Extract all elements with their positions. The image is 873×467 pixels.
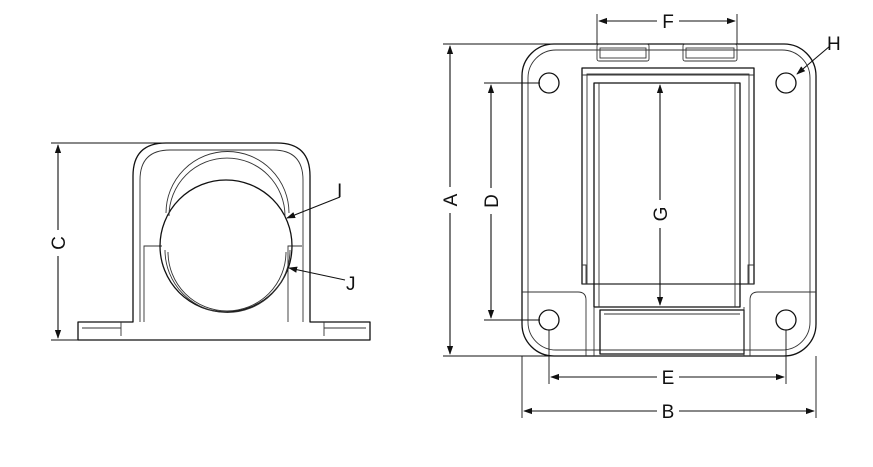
top-tab-left	[596, 43, 650, 62]
leader-j: J	[288, 266, 356, 295]
side-left-foot	[82, 322, 122, 336]
label-g: G	[651, 207, 672, 222]
clamp-body-outer	[581, 67, 755, 285]
side-bore-liner-inner	[167, 157, 287, 312]
side-view	[77, 142, 371, 341]
clamp-body-inner	[586, 73, 750, 285]
rail-right	[747, 264, 754, 285]
dimension-g: G	[651, 84, 672, 306]
side-bore-liner	[164, 151, 291, 313]
label-c: C	[49, 236, 70, 250]
label-f: F	[662, 12, 674, 33]
leader-h: H	[796, 34, 841, 75]
dimension-c: C	[49, 142, 166, 341]
label-e: E	[662, 368, 675, 389]
top-tab-right	[682, 43, 738, 62]
rail-left	[582, 264, 587, 285]
base-plate-outer	[521, 43, 817, 357]
mount-hole-bottom-left	[538, 309, 560, 331]
side-body-inner	[139, 149, 304, 322]
dimension-d: D	[482, 82, 540, 321]
label-h: H	[827, 34, 841, 55]
dimension-f: F	[596, 10, 738, 44]
leader-i: I	[286, 181, 342, 219]
top-tab-left-inner	[599, 47, 647, 59]
label-j: J	[346, 274, 356, 295]
label-d: D	[482, 194, 503, 208]
side-bore	[159, 179, 293, 313]
label-a: A	[441, 193, 462, 206]
dimension-e: E	[548, 330, 787, 389]
dimension-b: B	[521, 356, 817, 423]
lower-block	[599, 309, 745, 355]
base-plate-inner	[527, 49, 811, 351]
mount-hole-top-left	[538, 72, 560, 94]
boss-bottom-left	[522, 291, 587, 356]
side-slot	[143, 245, 302, 322]
mount-hole-top-right	[775, 72, 797, 94]
top-tab-right-inner	[685, 47, 735, 59]
side-right-foot	[323, 322, 366, 336]
mount-hole-bottom-right	[775, 309, 797, 331]
dimension-a: A	[441, 43, 556, 357]
side-body-outline	[77, 142, 371, 341]
label-i: I	[337, 181, 342, 202]
label-b: B	[662, 402, 675, 423]
channel	[593, 82, 741, 308]
top-view	[521, 43, 817, 357]
boss-bottom-right	[749, 291, 816, 356]
